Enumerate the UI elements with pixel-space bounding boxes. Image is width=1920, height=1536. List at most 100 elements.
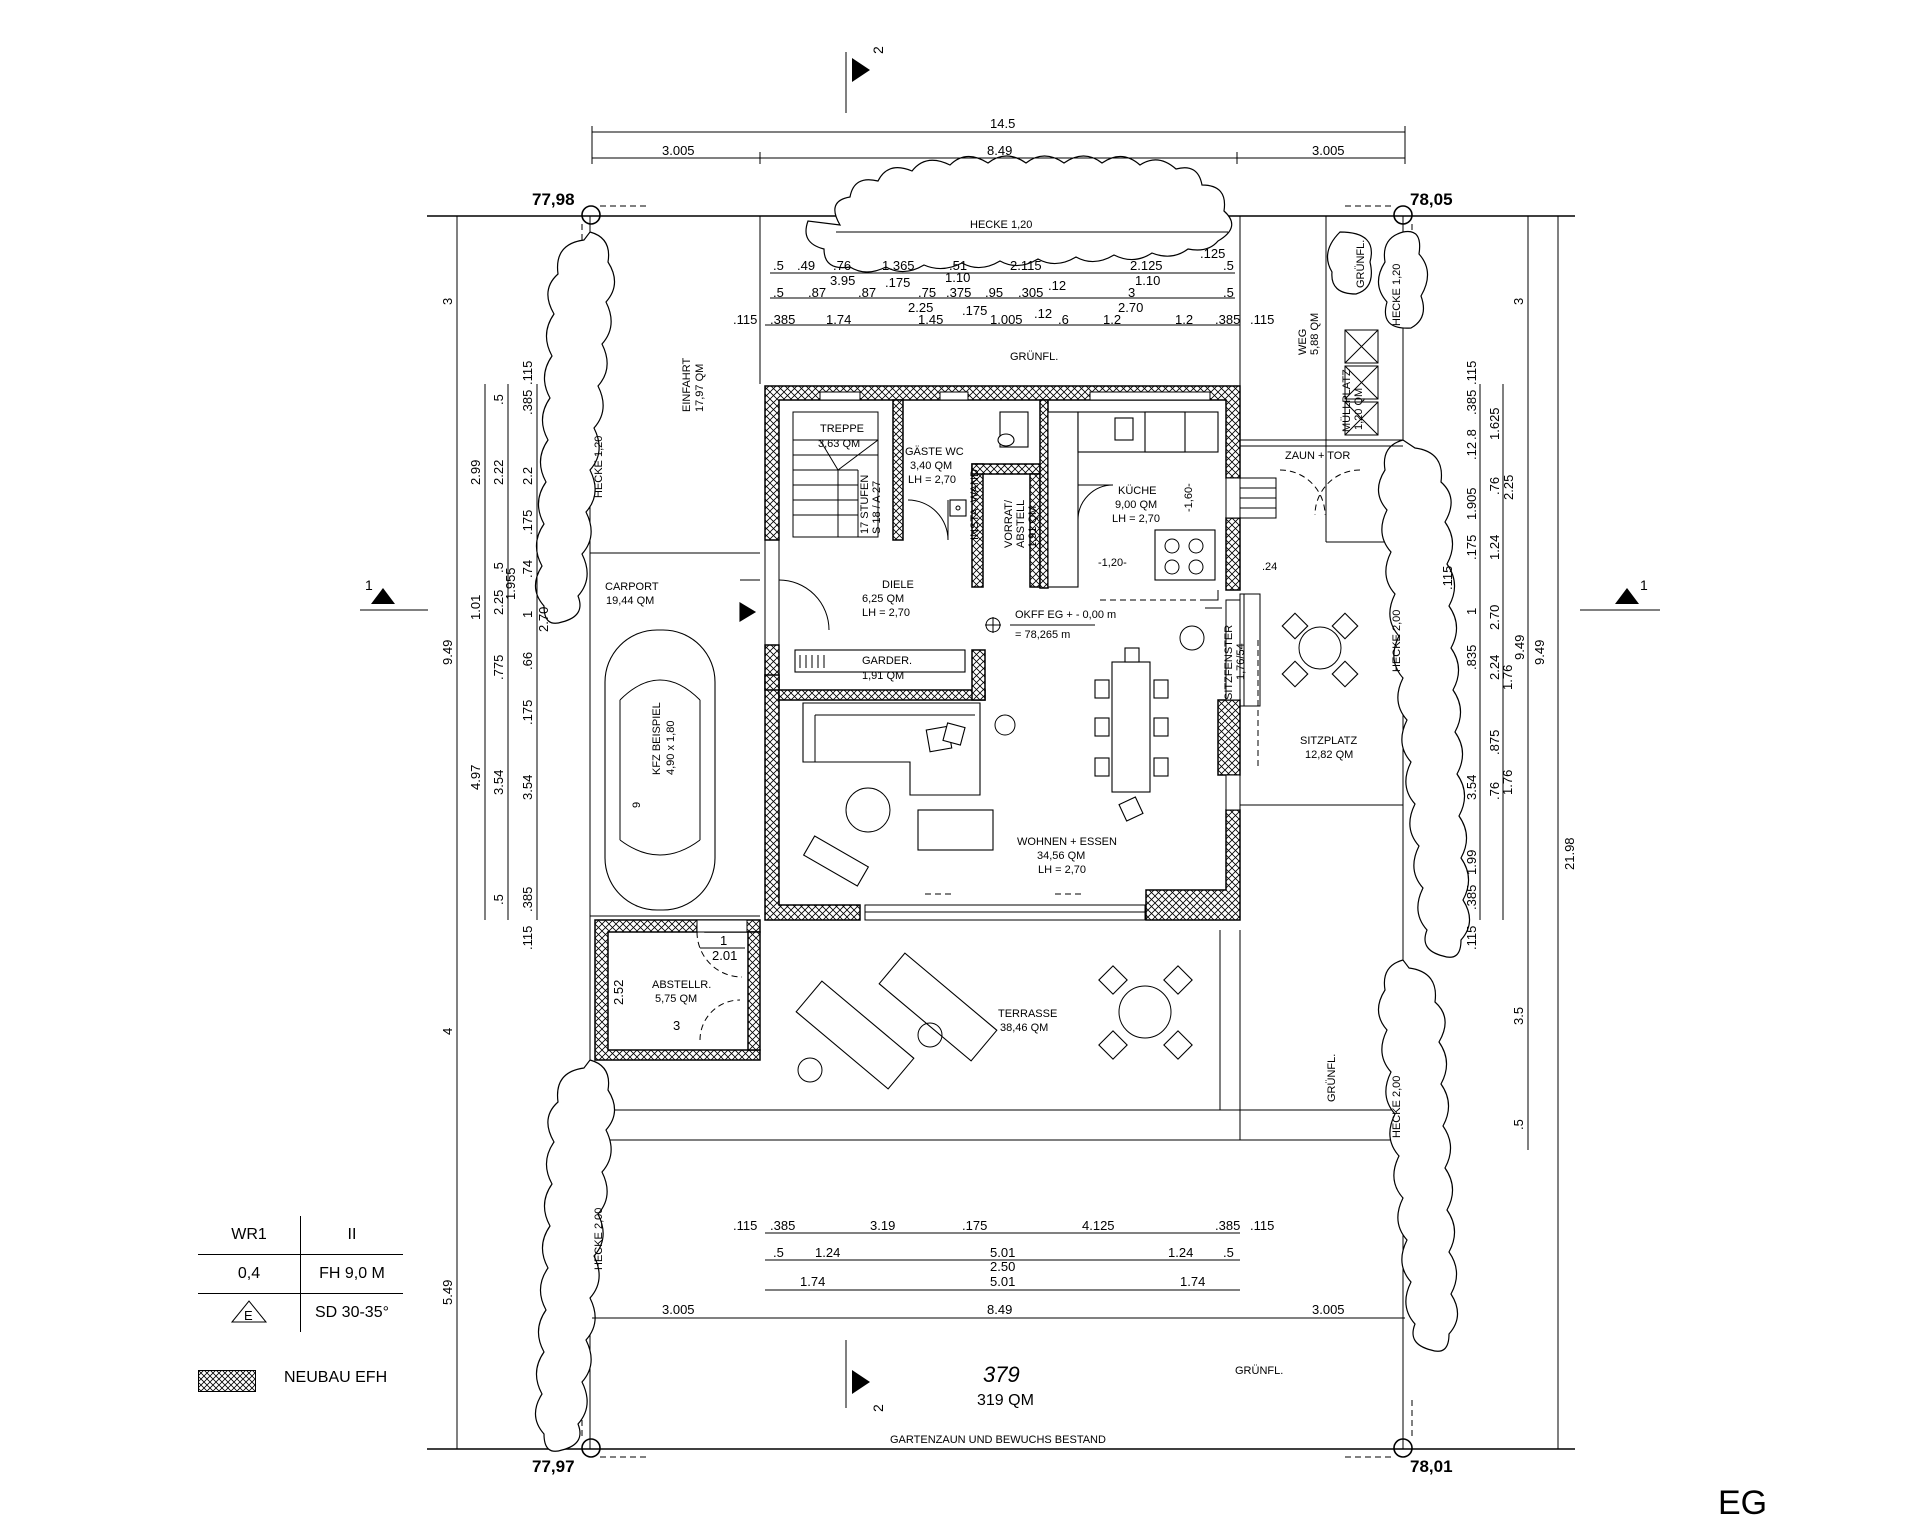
abstellr-door-h: 2.01: [712, 948, 737, 963]
dim-right-a-1: 9.49: [1532, 640, 1547, 665]
svg-text:E: E: [244, 1308, 253, 1323]
dim-top-r2-5: .375: [946, 285, 971, 300]
weg-label: WEG: [1297, 329, 1309, 355]
gaeste-wc-lh: LH = 2,70: [908, 474, 956, 486]
dim-bot-r1-0: .115: [733, 1218, 757, 1233]
dim-top-r2b-1: 2.70: [1118, 300, 1143, 315]
abstellr-area: 5,75 QM: [655, 993, 697, 1005]
lamp-icon: [1179, 625, 1205, 651]
insta-wand-label: INSTA. WAND: [969, 469, 981, 540]
section-2-top-label: 2: [870, 46, 886, 54]
dim-top-r3-7: .6: [1058, 312, 1069, 327]
dim-top-r3-3: 1.45: [918, 312, 943, 327]
dim-top-r1-5: 2.115: [1010, 258, 1042, 273]
stufen-label: 17 STUFEN: [859, 475, 871, 534]
dim-left-c-7: .66: [520, 652, 535, 670]
dim-left-a-0: 2.99: [468, 460, 483, 485]
section-marker-1-right: [1580, 588, 1660, 611]
dim-top-r2-9: 3: [1128, 285, 1135, 300]
terrasse-label: TERRASSE: [998, 1008, 1057, 1020]
zaun-tor-label: ZAUN + TOR: [1285, 450, 1350, 462]
dim-left-b2-0: 1.955: [503, 567, 518, 600]
wohnen-label: WOHNEN + ESSEN: [1017, 836, 1117, 848]
dim-right-outer: 21.98: [1562, 837, 1577, 870]
dim-left-b-1: 2.22: [491, 460, 506, 485]
dim-lines-bottom: [592, 1232, 1405, 1319]
dim-left-b-6: .5: [491, 894, 506, 905]
dim-left-c-2: 2.2: [520, 467, 535, 485]
dim-top-r2-7: .305: [1018, 285, 1043, 300]
dim-top-r2-2: .87: [858, 285, 876, 300]
dim-top-r2-8: .12: [1048, 278, 1066, 293]
dim-right-c-6: 1.76: [1500, 665, 1515, 690]
corner-post-bottom-left: [581, 1400, 650, 1458]
dim-right-c-7: 9.49: [1512, 635, 1527, 660]
dim-right-a-2: 3.5: [1511, 1007, 1526, 1025]
garder-label: GARDER.: [862, 655, 912, 667]
wohnen-lh: LH = 2,70: [1038, 864, 1086, 876]
garder-area: 1,91 QM: [862, 670, 904, 682]
gruenfl-topright: GRÜNFL.: [1355, 240, 1367, 288]
dim-right-c-0: 1.625: [1487, 407, 1502, 440]
weg-area: 5,88 QM: [1309, 313, 1321, 355]
dim-right-b-1: .385: [1464, 390, 1479, 415]
dim-left-c-3: .175: [520, 510, 535, 535]
dim-bot-r3-1: 5.01: [990, 1274, 1015, 1289]
dim-top-r2-6: .95: [985, 285, 1003, 300]
dim-top-r1b-2: 1.10: [1135, 273, 1160, 288]
dim-left-b-4: .775: [491, 655, 506, 680]
dim-top-r1-3: 1.365: [882, 258, 915, 273]
dim-left-b-3: 2.25: [491, 590, 506, 615]
abstellr-height: 2.52: [611, 980, 626, 1005]
legend-sd: SD 30-35°: [315, 1304, 389, 1321]
dim-top-r1b-1: 1.10: [945, 270, 970, 285]
dim-bot-r2-0: .5: [773, 1245, 784, 1260]
dim-left-b-0: .5: [491, 394, 506, 405]
dim-top-r2-4: .75: [918, 285, 936, 300]
dim-left-c-11: .115: [520, 926, 535, 950]
hatch-swatch: [198, 1370, 256, 1392]
parcel-area: 319 QM: [977, 1392, 1034, 1409]
dim-right-b-0: .115: [1464, 361, 1479, 385]
kitchen-fixtures: [1047, 411, 1219, 601]
dim-bot-r2b: 2.50: [990, 1259, 1015, 1274]
dim-left-outer-0: 3: [440, 298, 455, 305]
sitzfenster-dim: 1,76/54: [1235, 643, 1247, 680]
dim-top-r2-0: .5: [773, 285, 784, 300]
diele-label: DIELE: [882, 579, 914, 591]
vorrat-area: 1,91 QM: [1027, 506, 1039, 548]
legend-fh: FH 9,0 M: [300, 1254, 403, 1294]
dim-top-total: 14.5: [990, 116, 1015, 131]
dim-right-a-3: .5: [1511, 1119, 1526, 1130]
kfz-dim: 4,90 x 1,80: [665, 721, 677, 775]
section-marker-1-left: [360, 588, 428, 611]
dim-lines-top: [591, 126, 1406, 326]
kfz-label: KFZ BEISPIEL: [651, 702, 663, 775]
dim-right-b-5: .175: [1464, 535, 1479, 560]
hecke-right-mid-label: HECKE 2,00: [1391, 610, 1403, 672]
muell-label: MÜLLPLATZ: [1341, 369, 1353, 432]
muell-area: 1,20 QM: [1353, 388, 1365, 430]
wc-fixtures: [907, 411, 1029, 541]
dim-right-c-10: 1.76: [1500, 770, 1515, 795]
dim-top-r3-8: 1.2: [1103, 312, 1121, 327]
dim-bot-row-1: 8.49: [987, 1302, 1012, 1317]
dim-top-row-1: 8.49: [987, 143, 1012, 158]
dim-left-a-2: 4.97: [468, 765, 483, 790]
sitzplatz-label: SITZPLATZ: [1300, 735, 1358, 747]
terrasse-area: 38,46 QM: [1000, 1022, 1048, 1034]
dim-top-r3-5: 1.005: [990, 312, 1023, 327]
dim-left-c-10: .385: [520, 887, 535, 912]
height-top-left: 77,98: [532, 190, 575, 209]
height-bottom-left: 77,97: [532, 1457, 575, 1476]
sitzfenster-bay: [1239, 593, 1261, 770]
floor-label: EG: [1718, 1484, 1768, 1522]
height-top-right: 78,05: [1410, 190, 1453, 209]
hedge-right-top: [1326, 230, 1429, 329]
dim-left-c-6: 2.70: [536, 607, 551, 632]
dim-bot-r1-4: 4.125: [1082, 1218, 1115, 1233]
stufen-dims: S 18 / A 27: [871, 481, 883, 534]
carport-area: 19,44 QM: [606, 595, 654, 607]
dim-bot-r2-2: 5.01: [990, 1245, 1015, 1260]
